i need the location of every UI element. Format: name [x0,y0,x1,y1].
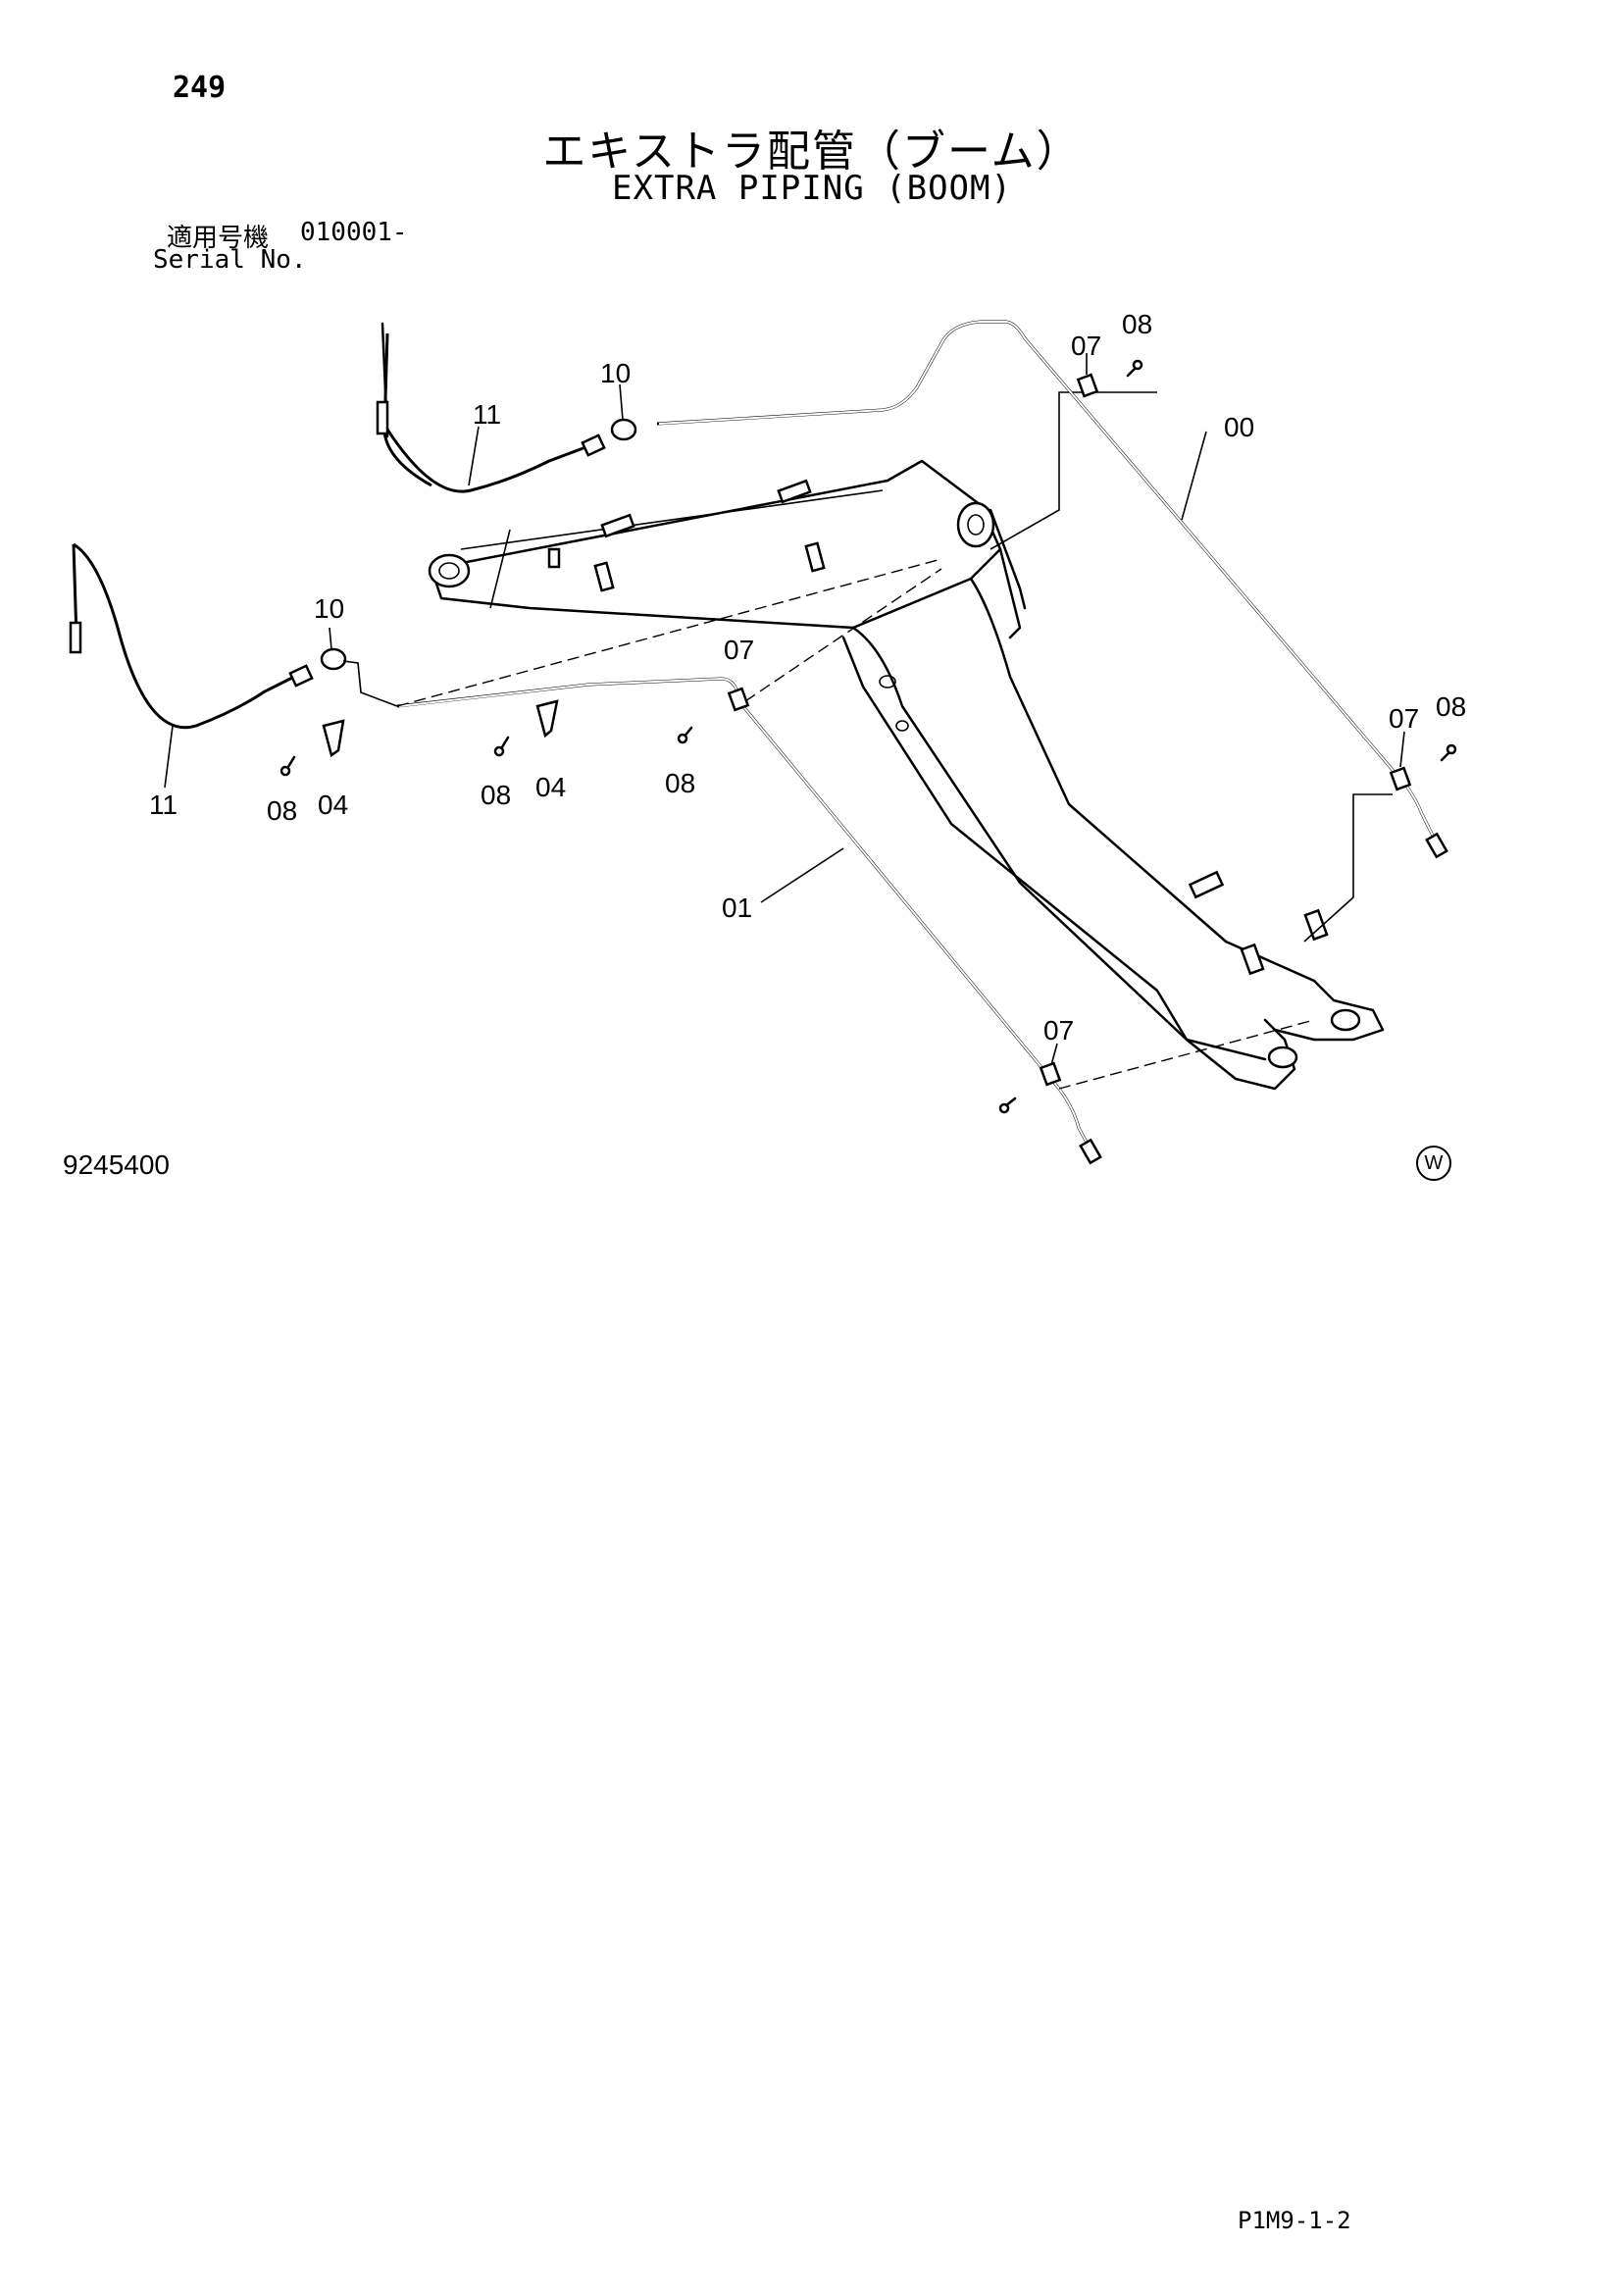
callout-08-a: 08 [1122,309,1152,339]
page-title-english: EXTRA PIPING (BOOM) [612,169,1012,208]
page-title-japanese: エキストラ配管（ブーム） [542,127,1082,177]
callout-08-e: 08 [665,768,695,798]
clamp-07-c [1389,766,1412,791]
callout-07-c: 07 [1389,703,1419,734]
callout-11-lower: 11 [149,790,178,820]
callout-08-c: 08 [267,795,297,826]
clamp-04-left [322,719,345,758]
pipe-00 [656,320,1448,859]
page-number: 249 [173,71,227,105]
callout-10-lower: 10 [314,593,344,624]
circled-w-symbol: W [1416,1146,1451,1181]
callout-04-right: 04 [535,772,566,802]
callout-01: 01 [722,893,752,923]
clamp-07-a [727,687,750,712]
fitting-10-lower [320,647,347,671]
callout-07-d: 07 [1043,1015,1074,1046]
hose-11-lower [69,542,314,730]
serial-label-english: Serial No. [153,245,307,275]
fitting-10-upper [610,418,637,441]
callout-04-left: 04 [318,790,348,820]
callout-10-upper: 10 [600,358,631,388]
leader-lines [164,353,1405,1066]
callout-11-upper: 11 [473,399,501,430]
boom-structure [428,391,1393,1091]
clamp-04-right [535,699,559,739]
hose-11-upper [376,322,606,493]
callout-08-d: 08 [481,780,511,810]
phantom-lines [396,558,1315,1090]
drawing-number: 9245400 [63,1149,171,1180]
callout-07-a: 07 [724,635,754,665]
clamp-07-b [1076,373,1099,398]
serial-number-value: 010001- [300,218,408,247]
bolts-08 [279,359,1457,1114]
callout-07-b: 07 [1071,331,1101,361]
page-code: P1M9-1-2 [1238,2207,1351,2234]
callout-08-b: 08 [1436,691,1466,722]
serial-label-japanese: 適用号機 [167,224,270,253]
callout-00: 00 [1224,412,1254,442]
clamp-07-d [1039,1061,1062,1087]
